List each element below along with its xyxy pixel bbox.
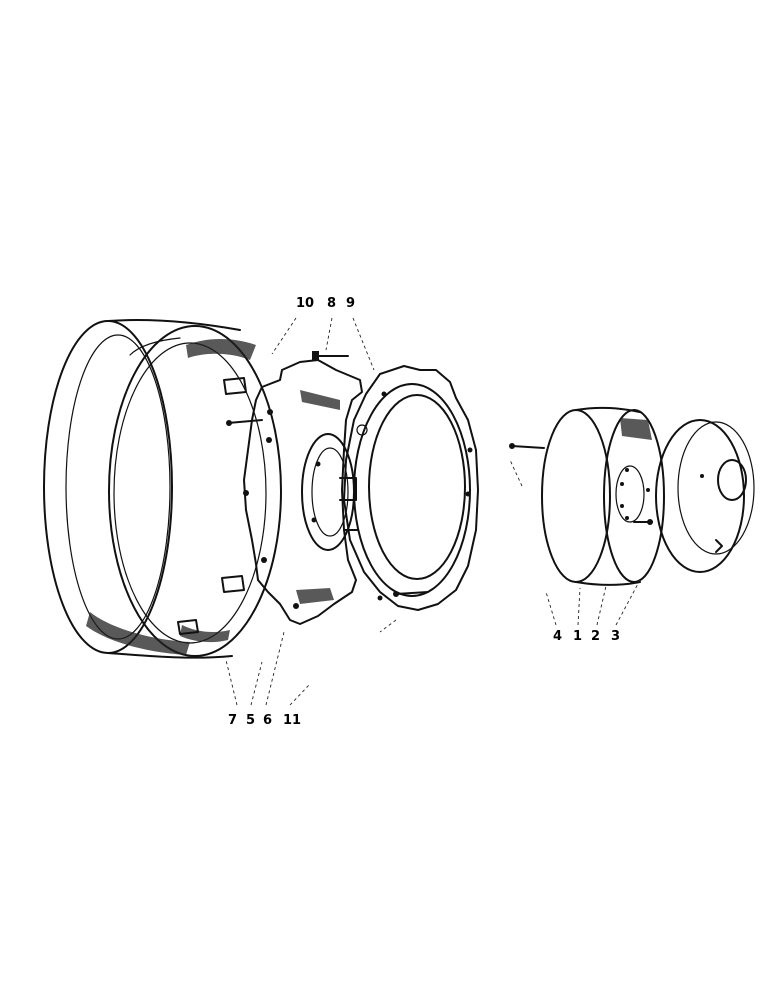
rear-wheel-rim (43, 319, 282, 659)
front-wheel-assembly (509, 406, 755, 586)
callout-4: 4 (553, 629, 562, 644)
callout-11: 11 (283, 713, 301, 728)
wheel-centre-disc (243, 351, 363, 625)
callout-10: 10 (296, 296, 314, 311)
callout-7: 7 (228, 713, 237, 728)
callout-3: 3 (611, 629, 620, 644)
wheel-weight-ring (339, 365, 479, 611)
callout-1: 1 (573, 629, 582, 644)
callout-numbers: 10 8 9 7 5 6 11 4 1 2 3 (228, 296, 620, 728)
callout-2: 2 (591, 629, 600, 644)
leader-lines (225, 317, 641, 706)
callout-9: 9 (346, 296, 355, 311)
callout-6: 6 (263, 713, 272, 728)
callout-5: 5 (246, 713, 255, 728)
callout-8: 8 (327, 296, 336, 311)
